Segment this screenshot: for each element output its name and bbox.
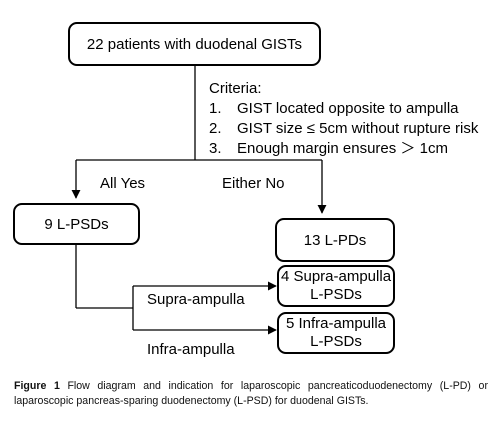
infra-node-label-1: 5 Infra-ampulla xyxy=(285,315,387,332)
edge-label-either-no: Either No xyxy=(222,175,285,192)
criteria-block: Criteria: 1.GIST located opposite to amp… xyxy=(209,79,478,159)
supra-node: 4 Supra-ampulla L-PSDs xyxy=(277,265,395,307)
figure-caption: Figure 1 Flow diagram and indication for… xyxy=(14,379,488,409)
edge-label-all-yes: All Yes xyxy=(100,175,146,192)
supra-node-label-1: 4 Supra-ampulla xyxy=(280,268,392,285)
infra-node: 5 Infra-ampulla L-PSDs xyxy=(277,312,395,354)
lpsd-node-label: 9 L-PSDs xyxy=(44,215,109,233)
criteria-item: 1.GIST located opposite to ampulla xyxy=(209,100,459,117)
caption-text: Flow diagram and indication for laparosc… xyxy=(14,380,488,407)
lpd-node-label: 13 L-PDs xyxy=(303,231,367,249)
supra-node-label-2: L-PSDs xyxy=(310,286,362,303)
criteria-title: Criteria: xyxy=(209,80,262,97)
lpd-node: 13 L-PDs xyxy=(275,218,395,262)
criteria-item: 3.Enough margin ensures ＞ 1cm xyxy=(209,140,448,157)
lpsd-node: 9 L-PSDs xyxy=(13,203,140,245)
caption-label: Figure 1 xyxy=(14,380,60,392)
edge-label-supra: Supra-ampulla xyxy=(147,291,245,308)
root-node: 22 patients with duodenal GISTs xyxy=(68,22,321,66)
edge-label-infra: Infra-ampulla xyxy=(147,341,235,358)
criteria-item: 2.GIST size ≤ 5cm without rupture risk xyxy=(209,120,479,137)
infra-node-label-2: L-PSDs xyxy=(310,333,362,350)
root-node-label: 22 patients with duodenal GISTs xyxy=(86,35,303,53)
